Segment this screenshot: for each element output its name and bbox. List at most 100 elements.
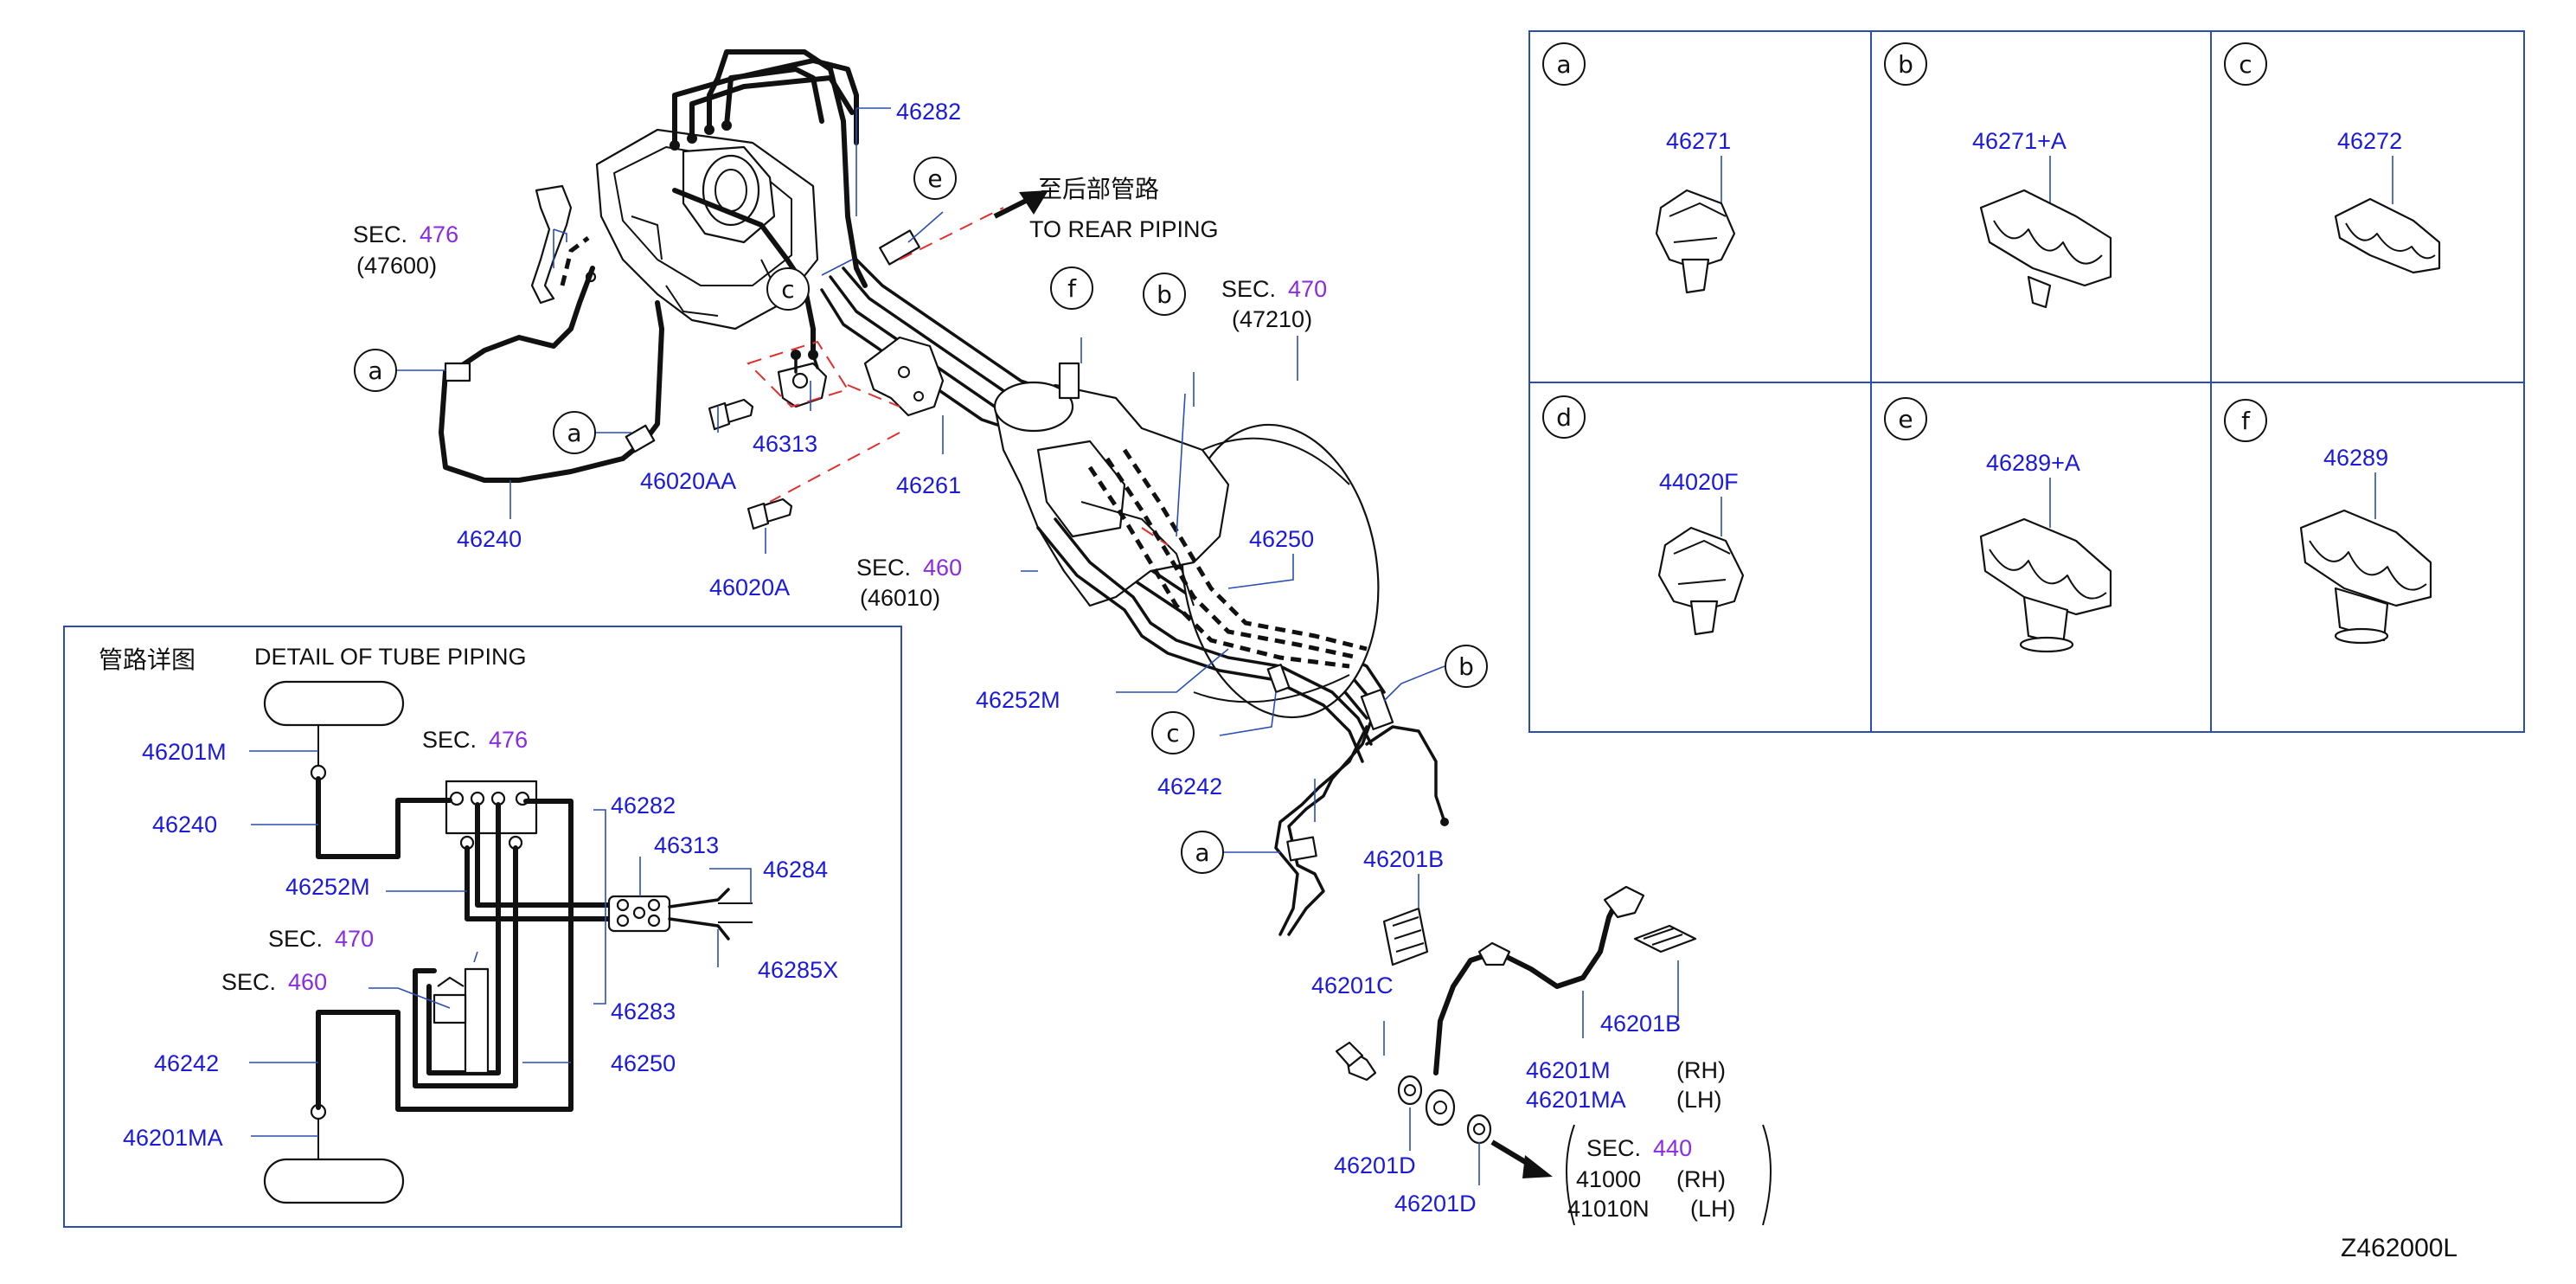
sec440-part-41000: 41000 [1576,1166,1641,1192]
detail-part-46201MA: 46201MA [123,1125,223,1151]
detail-part-46313: 46313 [654,832,719,858]
svg-text:d: d [1556,403,1572,432]
rear-piping-arrow [993,190,1048,219]
part-46201B-right: 46201B [1600,1011,1681,1037]
svg-text:f: f [1067,274,1077,303]
part-46201D-2: 46201D [1394,1191,1477,1217]
callout-a-main2: a [553,411,596,454]
diagram-id: Z462000L [2341,1234,2457,1262]
svg-text:a: a [1556,50,1571,79]
detail-part-46242: 46242 [154,1050,219,1076]
callout-e-main: e [913,157,957,200]
svg-text:c: c [1166,719,1179,748]
callout-a-main3: a [1181,831,1224,874]
rear-piping-en: TO REAR PIPING [1029,216,1219,242]
clip-cell-c: c 46272 [2224,42,2441,274]
main-leaders [396,107,1679,1185]
front-left-tube [1274,708,1449,936]
detail-actuator-box [445,780,538,835]
svg-text:e: e [927,164,942,193]
part-46313: 46313 [753,431,817,457]
sec460-label: SEC.460 [856,555,962,581]
rear-piping-cn: 至后部管路 [1038,175,1159,203]
detail-sec460: SEC.460 [221,969,327,995]
red-guide-lines [747,207,1169,546]
sec440-group: SEC.440 41000 (RH) 41010N (LH) [1566,1124,1772,1226]
svg-text:e: e [1898,405,1913,433]
detail-title-cn: 管路详图 [99,645,195,674]
tube-clips [444,229,1394,862]
part-46020AA: 46020AA [640,468,736,494]
svg-text:a: a [1195,838,1209,867]
part-46252M: 46252M [976,687,1061,713]
clip-cell-a: a 46271 [1542,42,1736,294]
sec440-lh: (LH) [1690,1196,1736,1222]
part-46020A: 46020A [709,575,790,600]
detail-part-46285X: 46285X [758,957,838,983]
part-46240: 46240 [457,526,522,552]
callout-c-main2: c [1151,711,1195,754]
clip-cell-b: b 46271+A [1884,42,2112,309]
svg-text:f: f [2241,407,2251,435]
bolts [708,398,1377,1082]
detail-part-46201M: 46201M [142,739,227,765]
clip-cell-f: f 46289 [2224,399,2432,645]
svg-text:a: a [567,419,581,447]
hose-lh: (LH) [1676,1087,1722,1113]
detail-part-46240: 46240 [152,812,217,838]
junction-block-46313 [777,350,828,408]
part-46261: 46261 [896,472,961,498]
sec440-rh: (RH) [1676,1166,1726,1192]
callout-c-main1: c [766,267,810,311]
detail-title-en: DETAIL OF TUBE PIPING [254,644,527,670]
detail-sec470: SEC.470 [268,926,374,952]
detail-part-46282: 46282 [611,793,676,819]
sec476-ref: (47600) [356,253,437,279]
clip-cell-e: e 46289+A [1884,397,2112,653]
svg-text:b: b [1157,280,1172,309]
sec470-label: SEC.470 [1221,276,1327,302]
clip-part-44020F: 44020F [1659,469,1739,495]
clip-part-46289: 46289 [2323,445,2388,471]
sec440-arrow [1490,1140,1553,1178]
callout-b-main2: b [1445,645,1488,688]
detail-part-46250: 46250 [611,1050,676,1076]
detail-master-cylinder [464,967,490,1075]
part-46201D-1: 46201D [1334,1152,1416,1178]
clip-part-46289A: 46289+A [1986,450,2080,476]
callout-b-main1: b [1143,273,1186,316]
svg-text:a: a [368,356,382,385]
rear-wheel-icon [263,1103,405,1204]
detail-sec476: SEC.476 [422,727,528,753]
detail-part-46284: 46284 [763,857,828,883]
detail-of-tube-piping: 管路详图 DETAIL OF TUBE PIPING [63,626,902,1228]
part-46282: 46282 [896,99,961,125]
svg-text:SEC.440: SEC.440 [1586,1135,1692,1161]
front-wheel-icon [263,680,405,781]
clip-part-46271: 46271 [1666,128,1731,154]
callout-f-main: f [1050,266,1093,310]
part-46250: 46250 [1249,526,1314,552]
hose-rh: (RH) [1676,1057,1726,1083]
sec476-label: SEC.476 [353,221,458,247]
part-46201B-top: 46201B [1363,846,1444,872]
clip-part-46271A: 46271+A [1972,128,2067,154]
part-46201MA-main: 46201MA [1526,1087,1626,1113]
part-46201M-main: 46201M [1526,1057,1611,1083]
svg-text:b: b [1458,652,1474,681]
brake-hose-assembly [1382,885,1697,1145]
clip-table: a 46271 b 46271+A c 46272 d 44020F [1528,30,2525,733]
sec440-part-41010N: 41010N [1567,1196,1650,1222]
callout-a-main1: a [354,349,397,392]
bracket-46261 [863,336,945,417]
part-46242: 46242 [1157,774,1222,799]
sec470-ref: (47210) [1232,306,1312,332]
clip-part-46272: 46272 [2337,128,2402,154]
detail-part-46252M: 46252M [285,874,370,900]
sec460-ref: (46010) [860,585,940,611]
detail-part-46283: 46283 [611,998,676,1024]
part-46201C: 46201C [1311,973,1394,998]
master-cylinder-booster [993,381,1380,763]
svg-text:c: c [781,275,794,304]
